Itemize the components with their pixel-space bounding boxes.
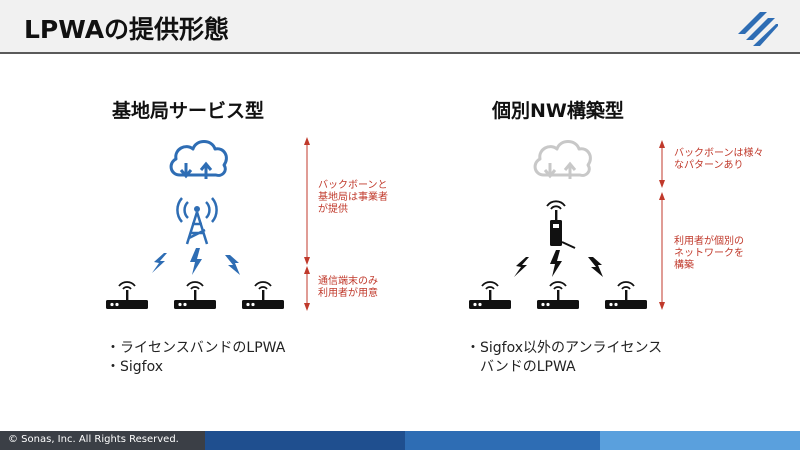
iot-device-icon [605, 281, 647, 309]
iot-device-icon [242, 281, 284, 309]
iot-device-icon [174, 281, 216, 309]
iot-device-icon [537, 281, 579, 309]
cloud-icon [533, 140, 592, 179]
page-title: LPWAの提供形態 [24, 15, 230, 44]
right-bullet-list: ・Sigfox以外のアンライセンス バンドのLPWA [466, 339, 662, 377]
list-item: ・Sigfox [106, 359, 164, 375]
annotation-user-builds-network: 利用者が個別の ネットワークを 構築 [674, 236, 744, 271]
lightning-icon [225, 255, 240, 275]
lightning-icon [588, 257, 603, 277]
list-item: ・Sigfox以外のアンライセンス [466, 340, 663, 356]
header-bar [0, 0, 800, 52]
iot-device-icon [469, 281, 511, 309]
header-divider [0, 52, 800, 54]
annotation-device-user: 通信端末のみ 利用者が用意 [318, 276, 378, 299]
annotation-backbone-varies: バックボーンは様々 なパターンあり [674, 148, 764, 171]
iot-device-icon [106, 281, 148, 309]
base-station-tower-icon [176, 197, 218, 245]
copyright-text: © Sonas, Inc. All Rights Reserved. [8, 434, 179, 445]
footer-bar: © Sonas, Inc. All Rights Reserved. [0, 431, 800, 450]
section-title-base-station: 基地局サービス型 [112, 100, 265, 122]
lightning-icon [152, 253, 167, 273]
left-bullet-list: ・ライセンスバンドのLPWA ・Sigfox [106, 339, 285, 377]
lightning-icon [190, 248, 202, 275]
annotation-backbone-provider: バックボーンと 基地局は事業者 が提供 [318, 180, 388, 215]
lightning-icon [514, 257, 529, 277]
cloud-icon [169, 140, 228, 179]
section-title-private-network: 個別NW構築型 [492, 100, 624, 122]
list-item: ・ライセンスバンドのLPWA [106, 340, 286, 356]
lightning-icon [550, 250, 562, 277]
list-item: バンドのLPWA [466, 359, 576, 375]
sonas-logo-icon [738, 12, 778, 46]
gateway-icon [546, 200, 576, 249]
